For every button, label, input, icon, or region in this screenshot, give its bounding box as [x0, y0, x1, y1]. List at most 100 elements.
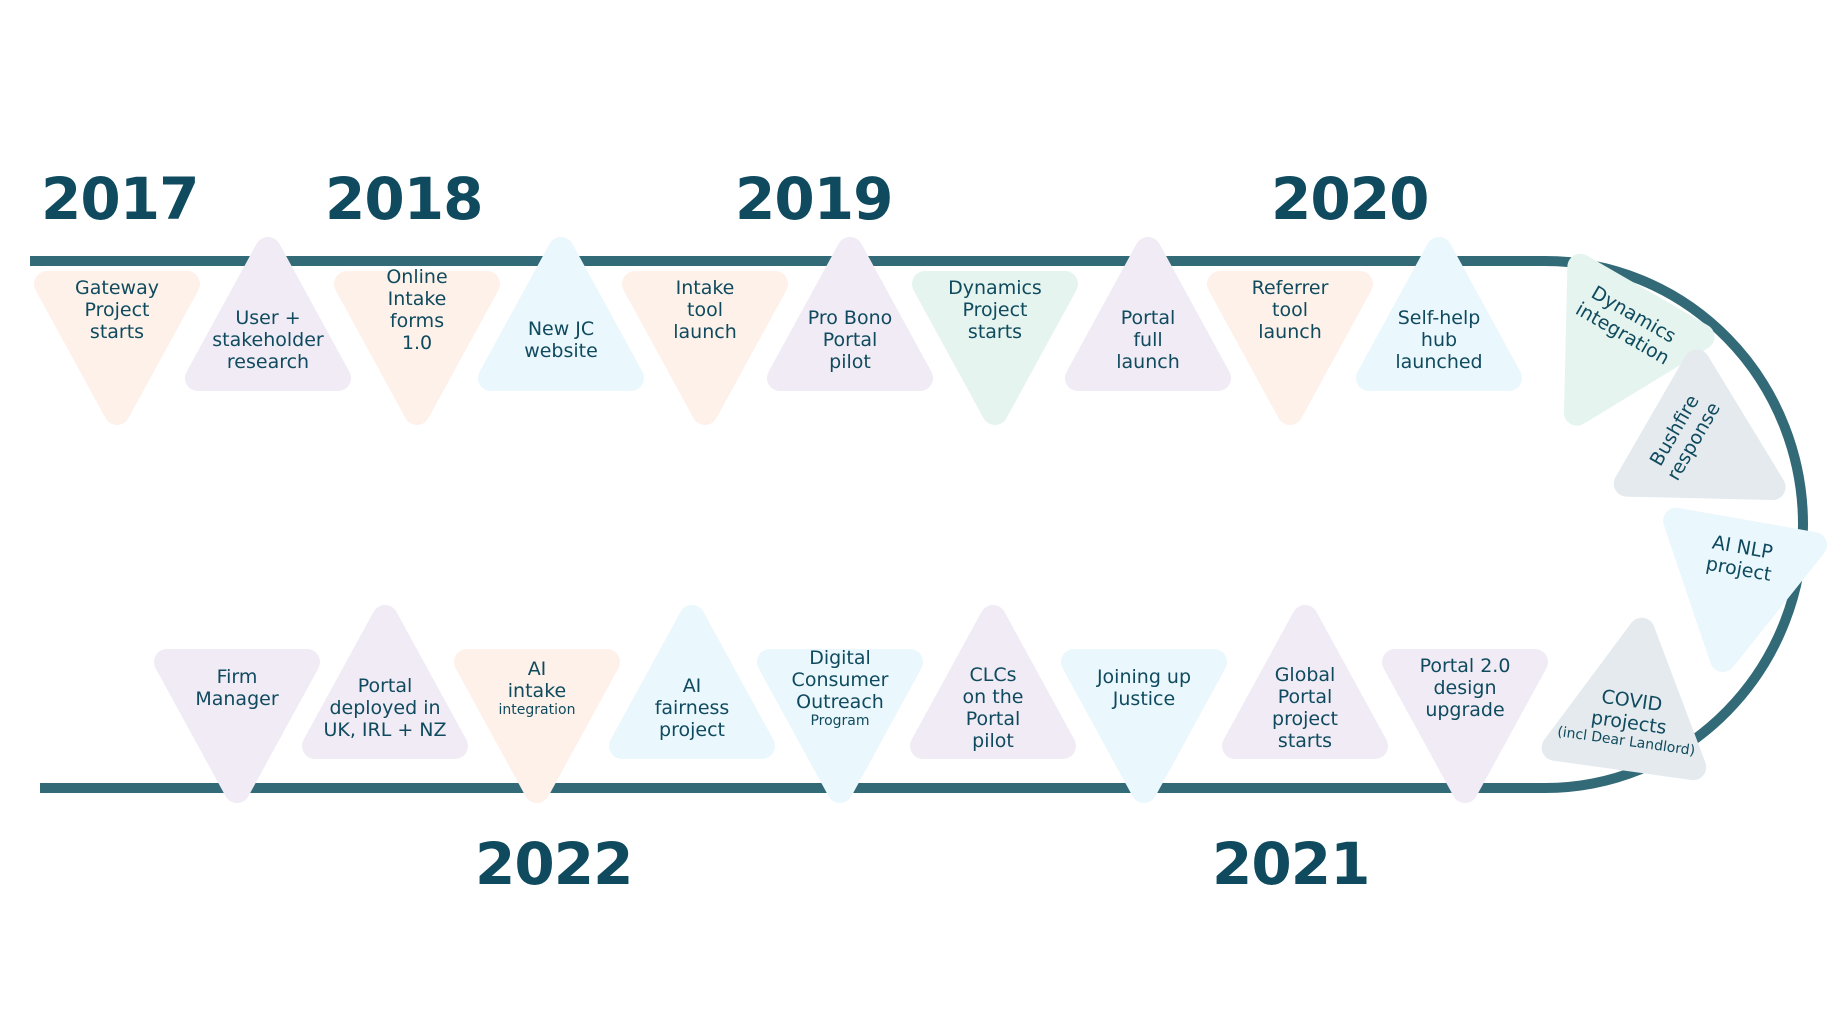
triangle-marker-icon [478, 237, 644, 391]
milestone-label-line: Self-help [1397, 307, 1481, 329]
milestone-label-line: Justice [1112, 688, 1176, 710]
milestone-label-line: Intake [675, 277, 735, 299]
milestone-label-line: Project [962, 299, 1028, 321]
milestone-label-line: Consumer [791, 669, 889, 692]
milestone-label-line: starts [1277, 730, 1333, 752]
milestone-label-line: Global [1274, 664, 1336, 686]
milestone-label-line: design [1433, 677, 1497, 699]
milestone-label-line: New JC [527, 318, 595, 340]
milestone-label-line: launched [1395, 351, 1483, 373]
milestone-label-line: Outreach [796, 691, 884, 714]
triangle-marker-icon [1541, 617, 1707, 781]
milestone-label-line: UK, IRL + NZ [323, 719, 447, 741]
milestone-label-line: project [1272, 708, 1338, 730]
milestone-label-line: Portal [965, 708, 1021, 730]
milestone-sublabel: Program [810, 713, 870, 730]
milestone-label-line: Intake [387, 288, 447, 310]
milestone-label-line: starts [967, 321, 1023, 343]
milestone-label-line: project [659, 719, 725, 741]
triangle-marker-icon [912, 271, 1078, 425]
milestone-label-line: Portal 2.0 [1419, 655, 1511, 677]
triangle-marker-icon [185, 237, 351, 391]
year-label-2017: 2017 [41, 165, 199, 233]
milestone-label-line: website [524, 340, 598, 362]
milestone-label-line: Portal [1120, 307, 1176, 329]
triangle-marker-icon [1065, 237, 1231, 391]
year-label-2021: 2021 [1212, 830, 1370, 898]
triangle-marker-icon [757, 649, 923, 803]
triangle-marker-icon [154, 649, 320, 803]
triangle-marker-icon [1356, 237, 1522, 391]
milestone-label-line: AI [527, 658, 547, 681]
milestone-label-line: intake [507, 680, 567, 703]
milestone-label-line: on the [962, 686, 1024, 708]
year-label-2018: 2018 [325, 165, 483, 233]
milestone-sublabel: integration [498, 702, 576, 719]
year-label-2019: 2019 [735, 165, 893, 233]
milestone-label-line: Gateway [75, 277, 159, 299]
triangle-marker-icon [334, 271, 500, 425]
triangle-marker-icon [1207, 271, 1373, 425]
milestone-label-line: research [226, 351, 310, 373]
triangle-marker-icon [1564, 253, 1715, 426]
triangle-marker-icon [910, 605, 1076, 759]
milestone-label-line: Referrer [1251, 277, 1329, 299]
milestone-label-line: launch [673, 321, 737, 343]
milestone-label-line: Online [386, 266, 448, 288]
triangle-marker-icon [1663, 507, 1828, 672]
milestone-label-line: tool [687, 299, 723, 321]
triangle-marker-icon [454, 649, 620, 803]
milestone-label-line: Portal [822, 329, 878, 351]
milestone-label-line: CLCs [969, 664, 1017, 686]
milestone-label-line: AI [682, 675, 702, 697]
milestone-label-line: Manager [195, 688, 279, 710]
triangle-marker-icon [1222, 605, 1388, 759]
milestone-label-line: upgrade [1425, 699, 1505, 721]
milestone-label-line: forms [389, 310, 445, 332]
milestone-label-line: full [1133, 329, 1163, 351]
milestone-label-line: 1.0 [401, 332, 433, 354]
milestone-label-line: Portal [357, 675, 413, 697]
milestone-label-line: Portal [1277, 686, 1333, 708]
milestone-label-line: launch [1116, 351, 1180, 373]
milestone-label-line: launch [1258, 321, 1322, 343]
triangle-marker-icon [1613, 349, 1786, 500]
milestone-label-line: deployed in [329, 697, 441, 719]
milestone-label-line: hub [1420, 329, 1458, 351]
